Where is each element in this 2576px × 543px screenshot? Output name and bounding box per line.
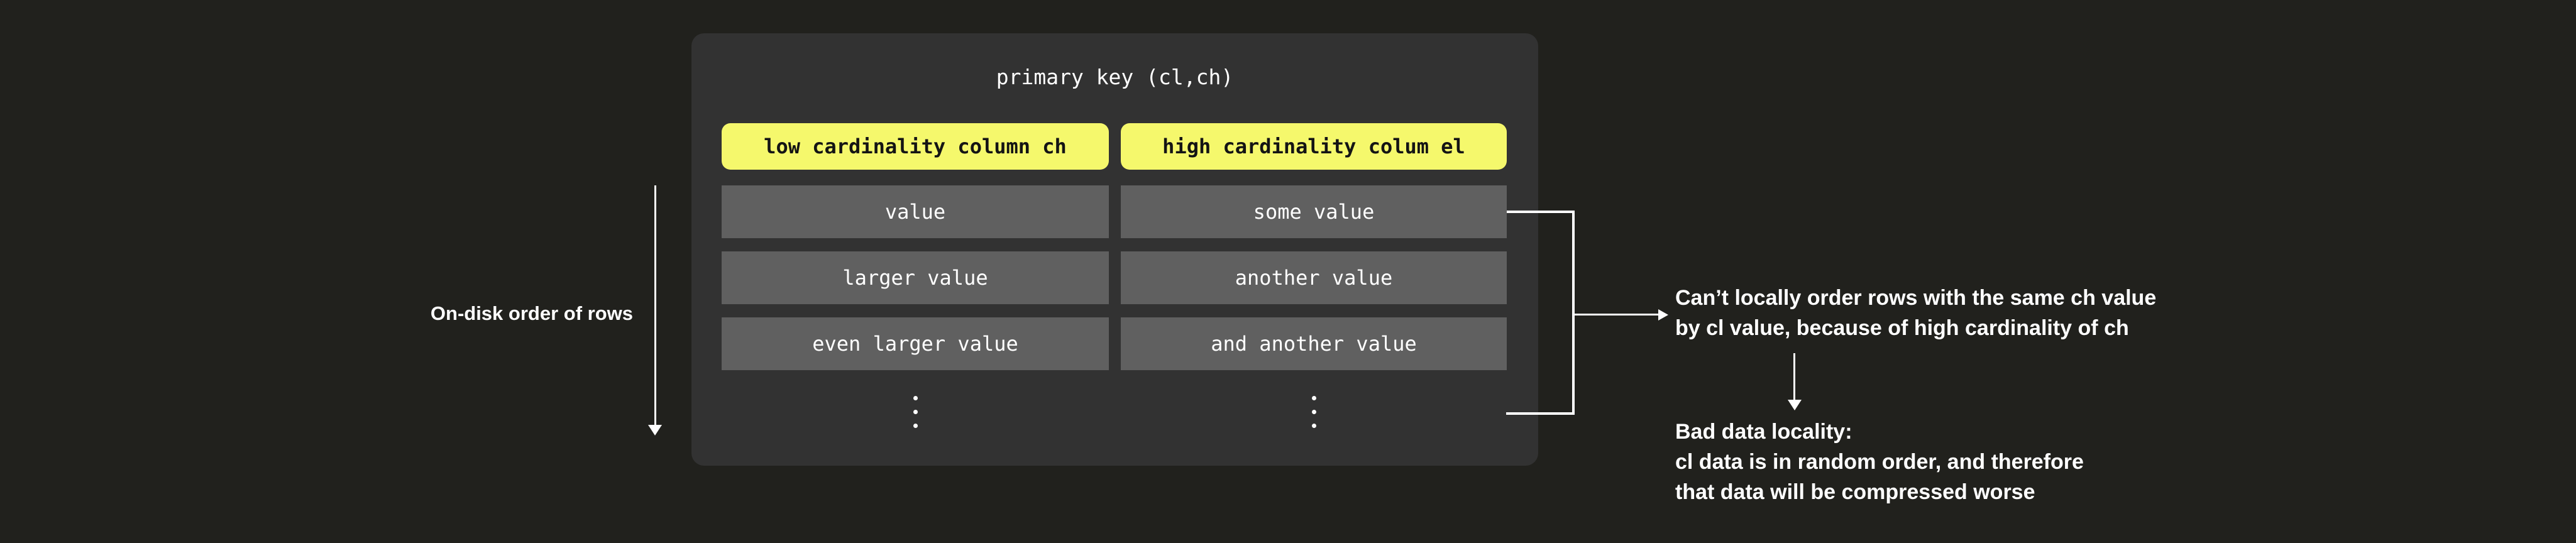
table-cell: value bbox=[722, 185, 1109, 238]
ellipsis-dots bbox=[722, 396, 1109, 428]
table-cell: another value bbox=[1121, 251, 1507, 304]
primary-key-panel: primary key (cl,ch) low cardinality colu… bbox=[691, 33, 1538, 466]
consequence-arrow-head bbox=[1788, 400, 1802, 410]
dot bbox=[1311, 396, 1316, 400]
column-high-cardinality: high cardinality colum el some value ano… bbox=[1121, 123, 1507, 428]
bracket-arrow-head bbox=[1658, 309, 1668, 321]
column-low-cardinality: low cardinality column ch value larger v… bbox=[722, 123, 1109, 428]
table-cell: even larger value bbox=[722, 317, 1109, 370]
dot bbox=[913, 410, 918, 414]
dot bbox=[1311, 410, 1316, 414]
column-header-high-cardinality: high cardinality colum el bbox=[1121, 123, 1507, 170]
note-bad-locality-line2: cl data is in random order, and therefor… bbox=[1675, 450, 2084, 474]
table-cell: some value bbox=[1121, 185, 1507, 238]
dot bbox=[1311, 424, 1316, 428]
on-disk-order-arrow-shaft bbox=[654, 185, 656, 425]
column-header-low-cardinality: low cardinality column ch bbox=[722, 123, 1109, 170]
on-disk-order-label: On-disk order of rows bbox=[430, 302, 633, 324]
note-bad-locality: Bad data locality: cl data is in random … bbox=[1675, 417, 2084, 507]
dot bbox=[913, 424, 918, 428]
on-disk-order-arrow-head bbox=[648, 425, 662, 436]
note-cant-order-line1: Can’t locally order rows with the same c… bbox=[1675, 286, 2157, 310]
note-bad-locality-line1: Bad data locality: bbox=[1675, 420, 1852, 444]
note-bad-locality-line3: that data will be compressed worse bbox=[1675, 480, 2035, 504]
note-cant-order: Can’t locally order rows with the same c… bbox=[1675, 283, 2156, 343]
table-cell: larger value bbox=[722, 251, 1109, 304]
consequence-arrow-shaft bbox=[1793, 353, 1795, 400]
table-cell: and another value bbox=[1121, 317, 1507, 370]
bracket-arrow-shaft bbox=[1575, 314, 1658, 315]
panel-title: primary key (cl,ch) bbox=[996, 65, 1234, 89]
dot bbox=[913, 396, 918, 400]
note-cant-order-line2: by cl value, because of high cardinality… bbox=[1675, 316, 2129, 340]
ellipsis-dots bbox=[1121, 396, 1507, 428]
bracket-bottom-line bbox=[1506, 412, 1575, 415]
bracket-top-line bbox=[1507, 211, 1575, 213]
bracket-vertical-line bbox=[1572, 211, 1575, 415]
